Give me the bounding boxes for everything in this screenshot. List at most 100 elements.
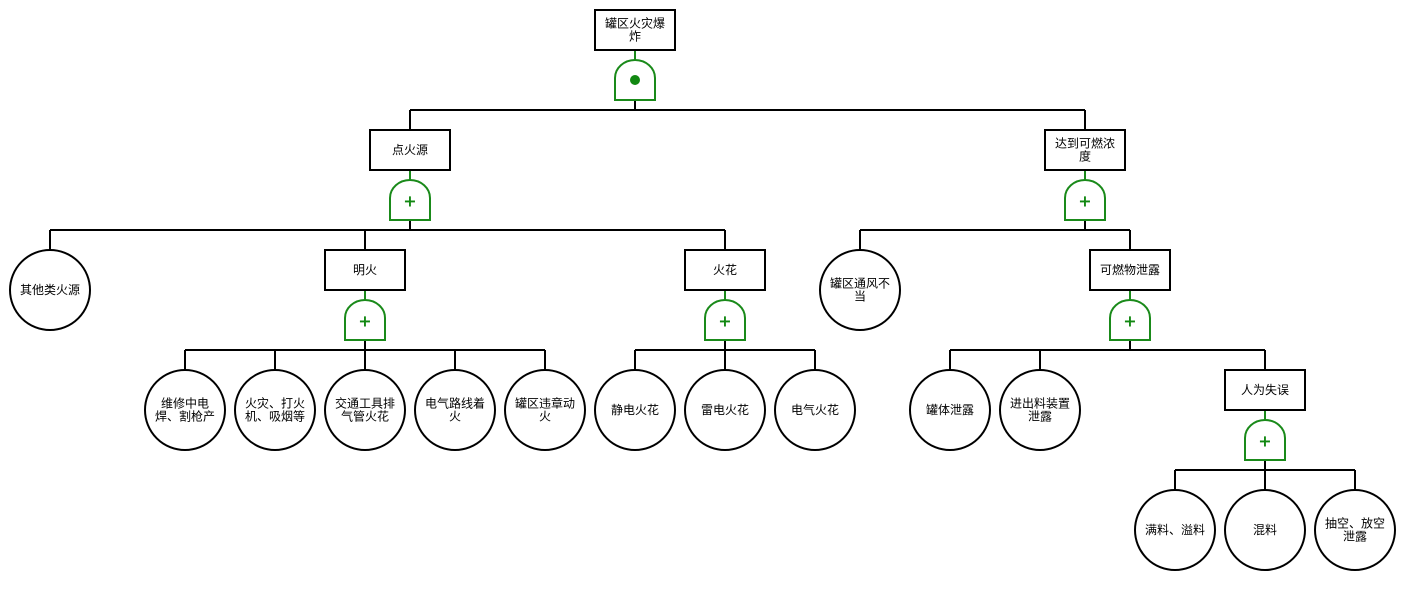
events: 罐区火灾爆炸点火源达到可燃浓度其他类火源明火火花维修中电焊、割枪产火灾、打火机、… [9, 9, 1396, 571]
or-symbol-plus: + [403, 192, 416, 211]
event-label: 火灾、打火 [245, 396, 305, 411]
event-label: 机、吸烟等 [245, 410, 305, 424]
event-label: 罐区通风不 [830, 277, 890, 291]
intermediate-event-human[interactable]: 人为失误 [1224, 369, 1306, 411]
event-box [1224, 369, 1306, 411]
event-label: 罐体泄露 [926, 403, 974, 417]
event-label: 满料、溢料 [1145, 523, 1205, 537]
event-box [1089, 249, 1171, 291]
or-symbol-plus: + [358, 312, 371, 331]
event-box [1044, 129, 1126, 171]
and-symbol-dot [630, 75, 640, 85]
basic-event-circle [774, 369, 856, 451]
or-gate-icon [1109, 299, 1151, 341]
event-label: 维修中电 [161, 396, 209, 411]
or-gate-icon [389, 179, 431, 221]
or-gate-ign: + [389, 179, 431, 221]
event-label: 气管火花 [341, 409, 389, 424]
event-label: 泄露 [1343, 530, 1367, 544]
basic-event-s1[interactable]: 静电火花 [594, 369, 676, 451]
or-symbol-plus: + [718, 312, 731, 331]
connectors [49, 100, 1356, 490]
basic-event-l1[interactable]: 罐体泄露 [909, 369, 991, 451]
event-label: 度 [1079, 149, 1091, 164]
basic-event-circle [819, 249, 901, 331]
and-gate-top [614, 59, 656, 101]
basic-event-circle [909, 369, 991, 451]
or-gate-spark: + [704, 299, 746, 341]
event-label: 其他类火源 [20, 283, 80, 297]
event-box [684, 249, 766, 291]
event-label: 罐区火灾爆 [605, 16, 665, 31]
basic-event-circle [504, 369, 586, 451]
event-label: 罐区违章动 [515, 396, 575, 411]
or-symbol-plus: + [1258, 432, 1271, 451]
or-gate-icon [344, 299, 386, 341]
event-label: 焊、割枪产 [155, 409, 215, 424]
event-label: 雷电火花 [701, 402, 749, 417]
basic-event-circle [9, 249, 91, 331]
event-label: 交通工具排 [335, 396, 395, 411]
or-gate-conc: + [1064, 179, 1106, 221]
basic-event-f2[interactable]: 火灾、打火机、吸烟等 [234, 369, 316, 451]
event-label: 抽空、放空 [1325, 516, 1385, 531]
basic-event-circle [144, 369, 226, 451]
or-gate-human: + [1244, 419, 1286, 461]
event-box [324, 249, 406, 291]
event-label: 炸 [629, 30, 641, 44]
or-gate-icon [704, 299, 746, 341]
basic-event-circle [1134, 489, 1216, 571]
or-gate-icon [1244, 419, 1286, 461]
event-label: 火 [539, 410, 551, 424]
basic-event-circle [999, 369, 1081, 451]
intermediate-event-leak[interactable]: 可燃物泄露 [1089, 249, 1171, 291]
event-box [369, 129, 451, 171]
basic-event-circle [324, 369, 406, 451]
event-label: 火 [449, 410, 461, 424]
basic-event-h1[interactable]: 满料、溢料 [1134, 489, 1216, 571]
event-label: 人为失误 [1241, 382, 1289, 397]
basic-event-s2[interactable]: 雷电火花 [684, 369, 766, 451]
event-label: 静电火花 [611, 402, 659, 417]
or-symbol-plus: + [1078, 192, 1091, 211]
gates: + + + + + + [344, 50, 1286, 461]
or-gate-icon [1064, 179, 1106, 221]
event-label: 当 [854, 290, 866, 304]
basic-event-other[interactable]: 其他类火源 [9, 249, 91, 331]
basic-event-circle [414, 369, 496, 451]
event-label: 明火 [353, 263, 377, 277]
basic-event-h2[interactable]: 混料 [1224, 489, 1306, 571]
intermediate-event-flame[interactable]: 明火 [324, 249, 406, 291]
event-label: 火花 [713, 262, 737, 277]
event-label: 进出料装置 [1010, 397, 1070, 411]
or-gate-leak: + [1109, 299, 1151, 341]
event-box [594, 9, 676, 51]
or-symbol-plus: + [1123, 312, 1136, 331]
event-label: 泄露 [1028, 410, 1052, 424]
basic-event-circle [234, 369, 316, 451]
event-label: 可燃物泄露 [1100, 262, 1160, 277]
or-gate-flame: + [344, 299, 386, 341]
intermediate-event-ign[interactable]: 点火源 [369, 129, 451, 171]
basic-event-s3[interactable]: 电气火花 [774, 369, 856, 451]
intermediate-event-spark[interactable]: 火花 [684, 249, 766, 291]
event-label: 电气火花 [791, 402, 839, 417]
basic-event-circle [1224, 489, 1306, 571]
event-label: 混料 [1253, 523, 1277, 537]
basic-event-circle [594, 369, 676, 451]
event-label: 点火源 [392, 143, 428, 157]
event-label: 达到可燃浓 [1055, 136, 1115, 151]
basic-event-circle [684, 369, 766, 451]
basic-event-circle [1314, 489, 1396, 571]
event-label: 电气路线着 [425, 396, 485, 411]
